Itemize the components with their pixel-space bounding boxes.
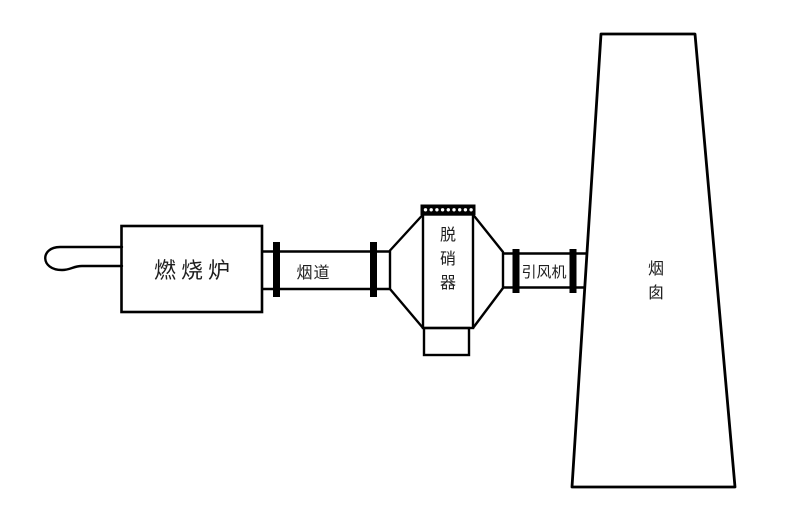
furnace-label: 燃烧炉 <box>153 258 235 283</box>
denitrator-left-taper <box>388 213 424 329</box>
denitrator-shape <box>388 204 505 357</box>
denitrator-top-grid-dots <box>423 208 473 212</box>
chimney-outline <box>570 32 737 489</box>
denitrator-label: 脱硝器 <box>439 227 456 292</box>
denitrator-hopper <box>422 326 471 357</box>
chimney-label: 烟囱 <box>647 261 664 302</box>
flue-duct-label: 烟道 <box>296 265 331 282</box>
furnace-outline <box>120 224 264 314</box>
fan-label: 引风机 <box>521 264 567 281</box>
denitrator-right-taper <box>472 213 505 329</box>
flue-duct-shape <box>262 242 390 297</box>
flue-duct-flange-right <box>370 242 377 297</box>
fan-shape <box>503 249 586 293</box>
fan-flange-left <box>512 249 520 293</box>
flue-duct-flange-left <box>273 242 280 297</box>
burner-pipe-shape <box>44 245 124 272</box>
fan-flange-right <box>569 249 577 293</box>
